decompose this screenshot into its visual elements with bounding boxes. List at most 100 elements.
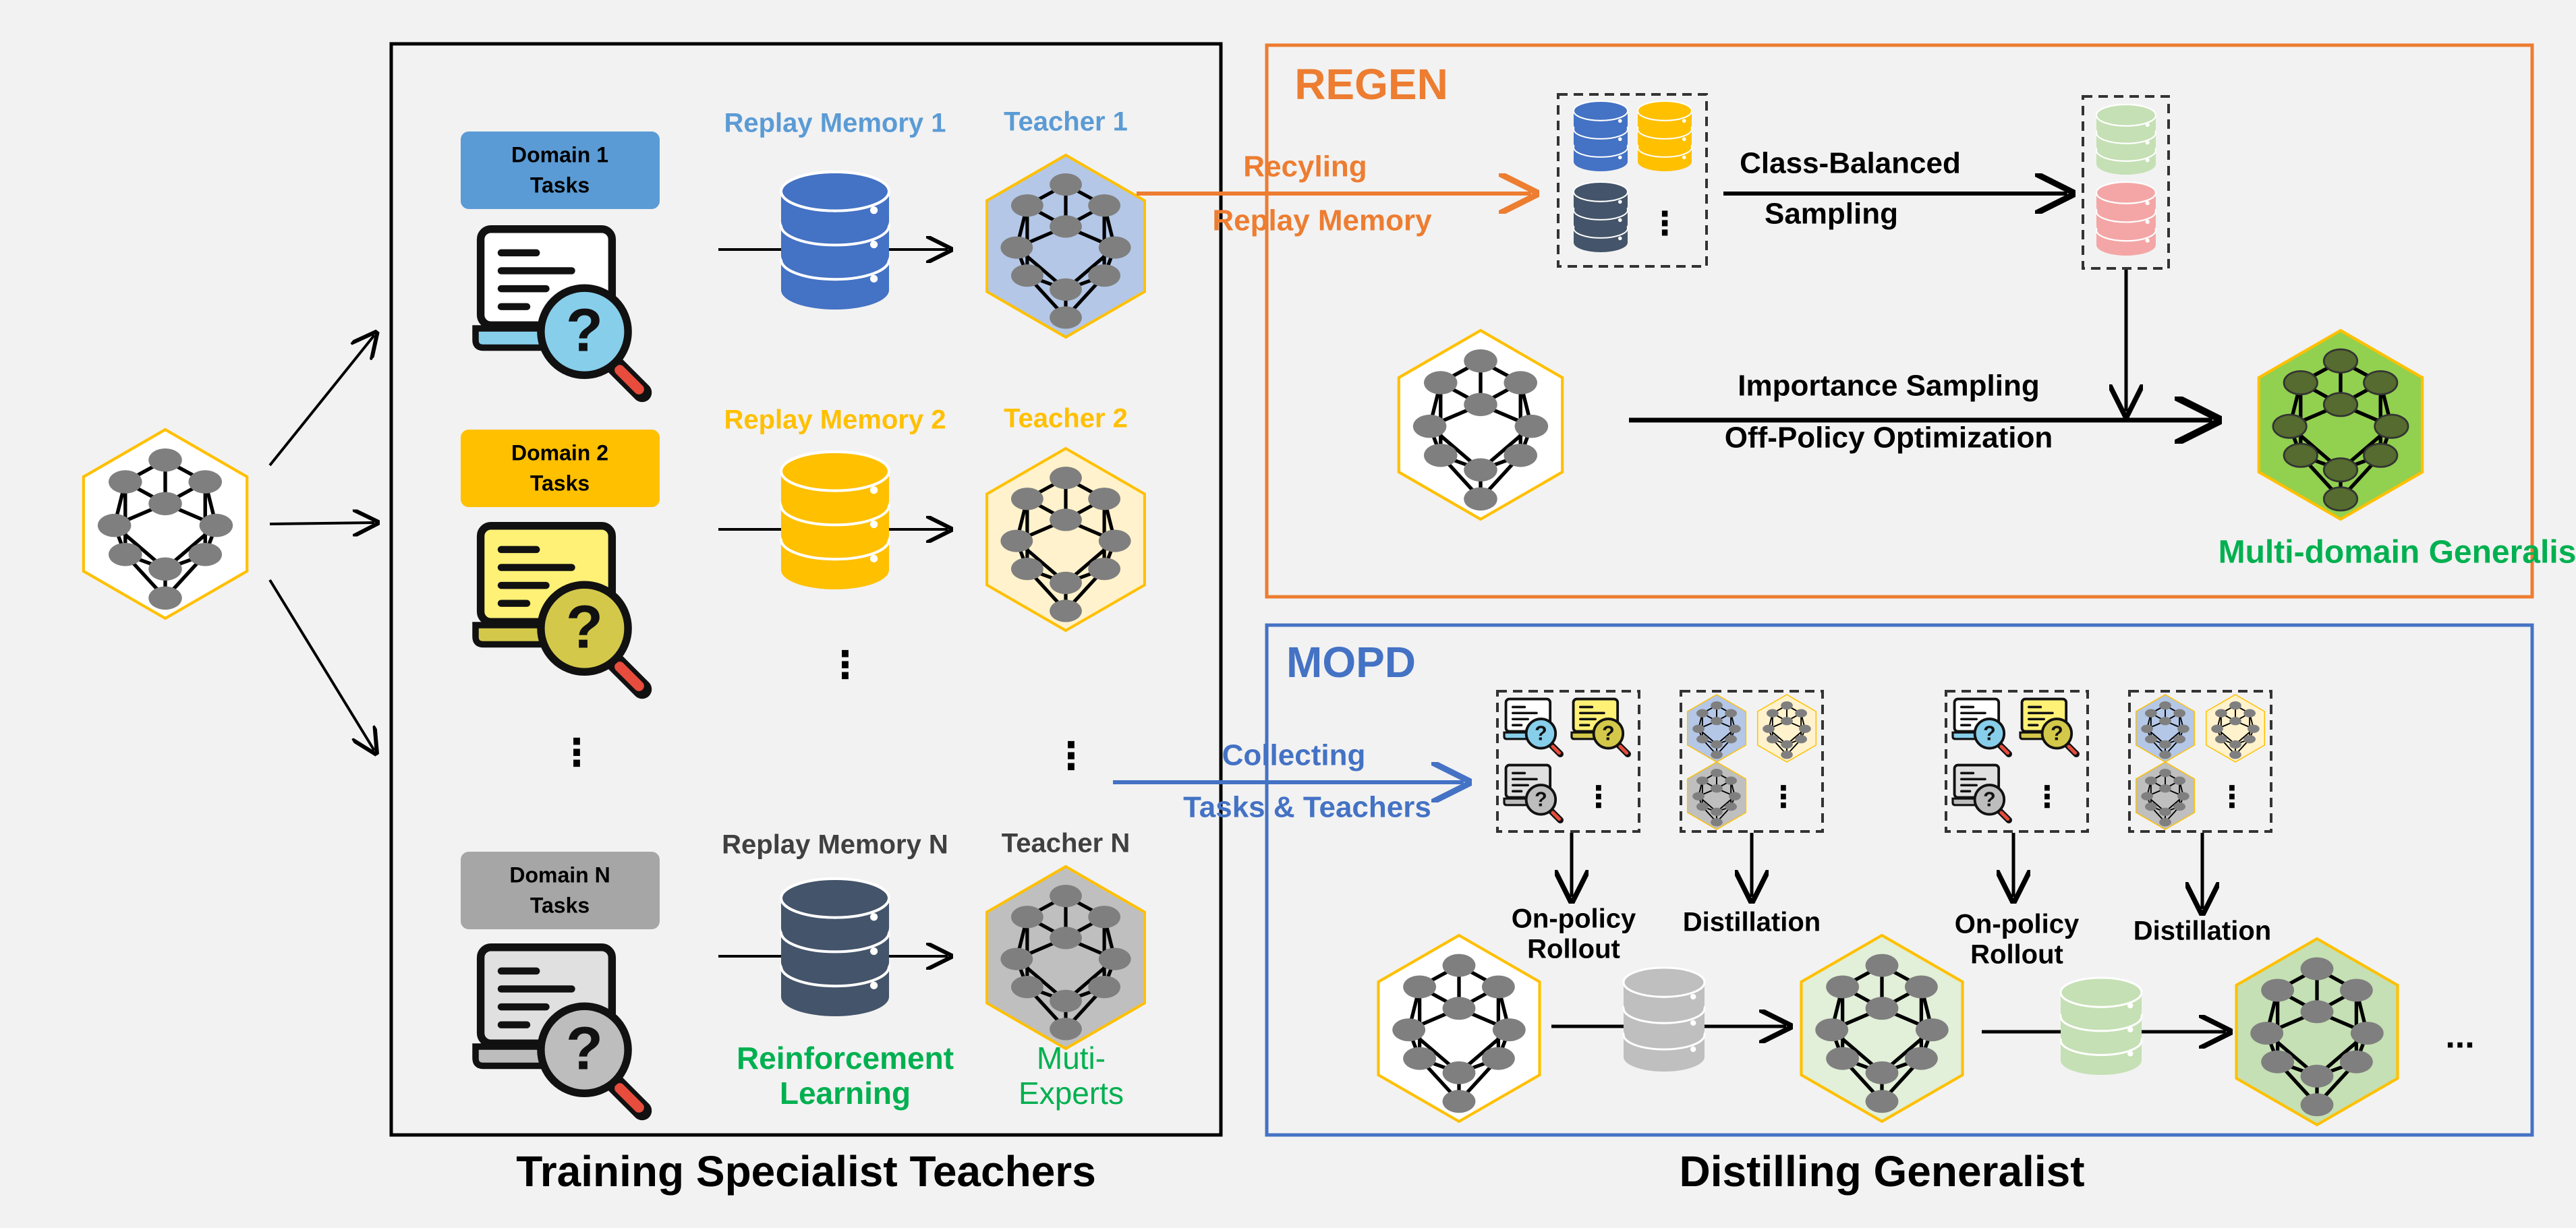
teacher-network-icon — [985, 865, 1146, 1051]
task-group-ellipsis: ⋮ — [2032, 781, 2062, 814]
student-network-stage-1 — [1800, 933, 1964, 1123]
gray-task-icon: ? — [472, 943, 652, 1121]
importance-sampling-line2: Off-Policy Optimization — [1725, 421, 2053, 455]
svg-text:?: ? — [2051, 722, 2063, 744]
arrow-to-domain-n — [268, 579, 374, 751]
generalist-network-icon — [2257, 328, 2424, 521]
domain-box-line2: Tasks — [530, 173, 590, 197]
svg-text:?: ? — [1535, 788, 1547, 811]
balanced-db-green — [2095, 103, 2157, 175]
replay-memory-database-icon — [780, 877, 890, 1016]
recycling-label-line1: Recyling — [1243, 150, 1367, 183]
yellow-task-icon: ? — [472, 522, 652, 699]
mini-task-icon-yellow: ? — [2019, 697, 2080, 758]
svg-text:?: ? — [566, 296, 603, 364]
svg-text:?: ? — [1983, 788, 1996, 811]
mini-teacher-icon-yellow — [2205, 694, 2266, 763]
mini-teacher-icon-gray — [1686, 761, 1747, 830]
domain-box-line1: Domain 1 — [511, 142, 608, 167]
recycling-label-line2: Replay Memory — [1212, 204, 1432, 237]
continuation-ellipsis: ... — [2445, 1017, 2474, 1056]
mini-task-icon-yellow: ? — [1570, 697, 1632, 758]
teacher-group-2 — [2128, 690, 2272, 833]
teacher-label: Teacher 1 — [1004, 107, 1128, 137]
task-group-2 — [1945, 690, 2089, 833]
teacher-ellipsis: ⋮ — [1052, 734, 1090, 777]
policy-network-icon — [1397, 328, 1564, 521]
mini-teacher-icon-blue — [1686, 694, 1747, 763]
distilling-section-title: Distilling Generalist — [1679, 1147, 2084, 1196]
teacher-network-icon — [985, 446, 1146, 633]
domain-row-1: Domain 1 Tasks Replay Memory 1 Teacher 1 — [461, 107, 1128, 209]
domain-row-3: Domain N Tasks Replay Memory N Teacher N — [461, 829, 1130, 929]
mini-task-icon-blue: ? — [1951, 697, 2013, 758]
mini-task-icon-gray: ? — [1503, 763, 1564, 824]
mini-task-icon-gray: ? — [1951, 763, 2013, 824]
rollout-label-2-line2: Rollout — [1970, 940, 2063, 970]
class-balanced-line1: Class-Balanced — [1740, 147, 1961, 180]
mini-teacher-icon-yellow — [1756, 694, 1817, 763]
task-group-1 — [1496, 690, 1640, 833]
teacher-label: Teacher 2 — [1004, 404, 1128, 434]
domain-box-line1: Domain 2 — [511, 440, 608, 465]
rollout-buffer-db-2 — [2059, 976, 2143, 1075]
svg-text:?: ? — [566, 593, 603, 661]
pooled-db-dark — [1573, 181, 1628, 252]
domain-tasks-box — [461, 131, 660, 209]
rl-label-line2: Learning — [780, 1076, 911, 1111]
task-group-ellipsis: ⋮ — [1584, 781, 1613, 814]
base-model-network-icon — [82, 428, 249, 620]
svg-text:?: ? — [1602, 722, 1615, 744]
mini-teacher-icon-blue — [2135, 694, 2196, 763]
regen-title: REGEN — [1294, 60, 1448, 109]
domain-ellipsis: ⋮ — [558, 731, 596, 773]
svg-text:?: ? — [1535, 722, 1547, 744]
regen-panel-frame — [1265, 43, 2534, 599]
domain-box-line2: Tasks — [530, 471, 590, 495]
domain-tasks-box — [461, 852, 660, 929]
rollout-buffer-db-1 — [1622, 966, 1706, 1072]
collecting-label-line1: Collecting — [1222, 739, 1366, 772]
rollout-label-1-line1: On-policy — [1512, 904, 1636, 934]
teacher-network-icon — [985, 153, 1146, 339]
domain-box-line2: Tasks — [530, 893, 590, 917]
replay-memory-label: Replay Memory N — [722, 830, 948, 860]
mopd-panel-frame — [1265, 623, 2534, 1137]
teacher-group-ellipsis: ⋮ — [1769, 781, 1798, 814]
distill-label-2: Distillation — [2134, 916, 2271, 946]
blue-task-icon: ? — [472, 225, 652, 403]
memory-ellipsis: ⋮ — [826, 643, 864, 686]
svg-text:?: ? — [566, 1014, 603, 1082]
domain-tasks-box — [461, 430, 660, 507]
mini-teacher-icon-gray — [2135, 761, 2196, 830]
teacher-group-ellipsis: ⋮ — [2217, 781, 2247, 814]
rl-label-line1: Reinforcement — [737, 1041, 954, 1076]
experts-label-line1: Muti- — [1037, 1041, 1106, 1076]
mopd-title: MOPD — [1286, 638, 1416, 686]
collecting-label-line2: Tasks & Teachers — [1183, 791, 1431, 824]
teacher-group-1 — [1680, 690, 1824, 833]
pooled-db-yellow — [1637, 100, 1692, 171]
experts-label-line2: Experts — [1019, 1076, 1124, 1111]
replay-memory-label: Replay Memory 2 — [724, 405, 946, 435]
pooled-db-blue — [1573, 100, 1628, 171]
arrow-to-domain-1 — [268, 335, 374, 467]
training-section-title: Training Specialist Teachers — [516, 1147, 1096, 1196]
rollout-label-1-line2: Rollout — [1527, 935, 1620, 964]
replay-memory-database-icon — [780, 170, 890, 310]
mini-task-icon-blue: ? — [1503, 697, 1564, 758]
teachers-panel-frame — [389, 42, 1223, 1137]
domain-row-2: Domain 2 Tasks Replay Memory 2 Teacher 2 — [461, 404, 1128, 507]
teacher-label: Teacher N — [1002, 829, 1130, 858]
balanced-memory-box — [2082, 95, 2170, 270]
replay-memory-label: Replay Memory 1 — [724, 109, 946, 138]
pooled-memory-box — [1557, 93, 1708, 268]
pooled-ellipsis: ⋮ — [1649, 206, 1681, 242]
importance-sampling-line1: Importance Sampling — [1738, 370, 2039, 403]
domain-box-line1: Domain N — [509, 862, 610, 887]
balanced-db-red — [2095, 181, 2157, 256]
svg-text:?: ? — [1983, 722, 1996, 744]
student-network-stage-0 — [1377, 933, 1541, 1123]
generalist-label: Multi-domain Generalist — [2219, 535, 2576, 571]
